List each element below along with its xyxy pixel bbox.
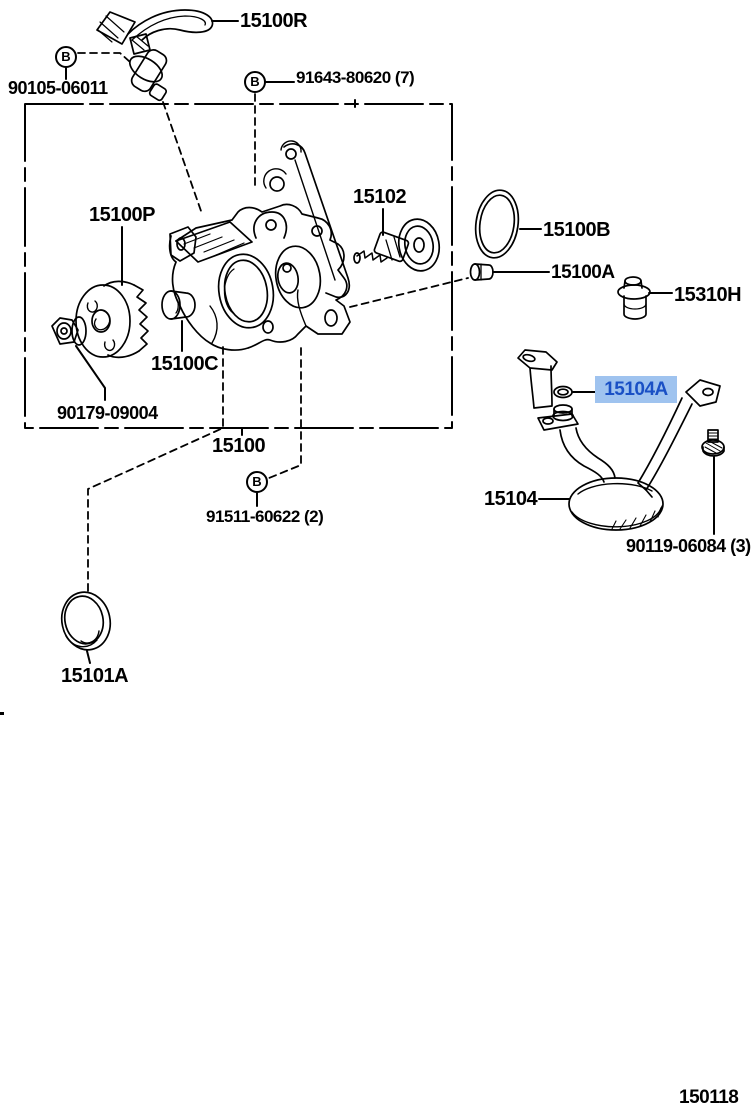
fastener-symbol-b-1: B [61,49,71,64]
part-label-91643-80620: 91643-80620 (7) [296,68,415,87]
callout-leader-lines [65,20,715,664]
pump-drive-rotor-drawing [51,280,149,359]
part-label-90119-06084: 90119-06084 (3) [626,536,751,556]
oil-seal-drawing [60,591,112,651]
diagram-code: 150118 [679,1087,739,1108]
part-label-15100B: 15100B [543,219,611,241]
part-label-90179-09004: 90179-09004 [57,403,158,423]
part-label-15310H: 15310H [674,284,742,306]
fastener-symbol-circles [55,46,268,493]
part-label-15100P: 15100P [89,204,155,226]
oil-strainer-drawing [517,349,721,531]
oil-pump-body-drawing [168,140,351,351]
straight-pin-drawing [469,263,494,281]
part-label-91511-60622: 91511-60622 (2) [206,507,324,526]
part-label-15102: 15102 [353,186,407,208]
oil-plug-drawing [617,276,651,320]
part-label-90105-06011: 90105-06011 [8,78,108,98]
pump-o-ring-drawing [474,189,520,259]
pump-bushing-drawing [161,290,196,320]
crank-sensor-drawing [96,9,214,102]
part-label-15100R: 15100R [240,10,308,32]
relief-valve-drawing [353,218,441,272]
part-label-15101A: 15101A [61,665,129,687]
strainer-bolt-drawing [701,429,725,457]
part-label-15100A: 15100A [551,262,615,283]
fastener-symbol-b-3: B [252,474,262,489]
fastener-symbol-b-2: B [250,74,260,89]
highlighted-part-label[interactable]: 15104A [595,376,677,403]
part-label-15104: 15104 [484,488,538,510]
dashed-pointer-lines [77,52,469,592]
page-edge-mark [0,712,4,715]
assembly-dashed-box [24,99,453,436]
part-label-15100C: 15100C [151,353,219,375]
part-label-15100: 15100 [212,435,266,457]
